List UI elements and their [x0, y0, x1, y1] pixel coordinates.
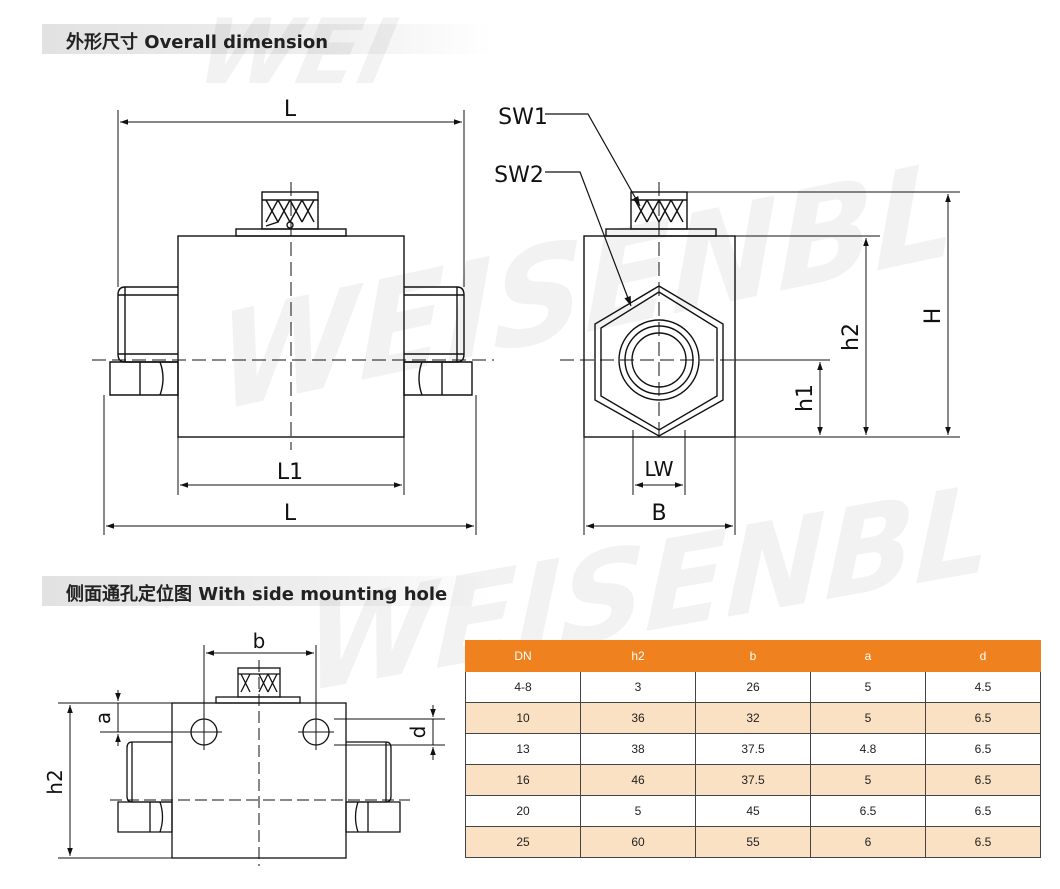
header-cell-a: a: [810, 640, 926, 672]
side-mounting-bar: [42, 576, 492, 606]
table-cell: 5: [810, 671, 926, 703]
mount-dim-a: a: [91, 712, 115, 724]
table-cell: 25: [465, 826, 581, 858]
spec-table: DN h2 b a d 4-8 3 26 5 4.5 10 36 32 5 6.…: [465, 640, 1041, 858]
table-cell: 26: [695, 671, 811, 703]
overall-dimension-title: 外形尺寸 Overall dimension: [66, 32, 329, 53]
front-dim-L-bottom: L: [284, 501, 297, 526]
mount-dim-d: d: [406, 726, 430, 739]
table-cell: 46: [580, 764, 696, 796]
front-dim-L-top: L: [284, 97, 297, 122]
table-row: 25 60 55 6 6.5: [465, 826, 1041, 858]
table-cell: 6.5: [925, 733, 1041, 765]
mounting-view: [58, 645, 445, 866]
table-cell: 32: [695, 702, 811, 734]
side-dim-H: H: [921, 308, 946, 325]
table-cell: 6.5: [925, 764, 1041, 796]
overall-dimension-bar: [42, 24, 492, 54]
table-cell: 6.5: [810, 795, 926, 827]
table-row: 4-8 3 26 5 4.5: [465, 671, 1041, 703]
table-row: 13 38 37.5 4.8 6.5: [465, 733, 1041, 765]
side-mounting-title: 侧面通孔定位图 With side mounting hole: [66, 584, 448, 605]
table-cell: 4-8: [465, 671, 581, 703]
table-header-row: DN h2 b a d: [465, 640, 1041, 672]
table-cell: 5: [580, 795, 696, 827]
table-cell: 55: [695, 826, 811, 858]
front-dim-L1: L1: [277, 460, 303, 485]
table-cell: 6: [810, 826, 926, 858]
table-cell: 38: [580, 733, 696, 765]
table-cell: 5: [810, 702, 926, 734]
table-cell: 37.5: [695, 764, 811, 796]
label-sw1: SW1: [498, 105, 548, 130]
label-sw2: SW2: [494, 163, 544, 188]
table-cell: 4.5: [925, 671, 1041, 703]
table-cell: 4.8: [810, 733, 926, 765]
header-cell-d: d: [925, 640, 1041, 672]
side-dim-h1: h1: [793, 384, 818, 412]
table-cell: 20: [465, 795, 581, 827]
table-row: 10 36 32 5 6.5: [465, 702, 1041, 734]
table-cell: 45: [695, 795, 811, 827]
table-cell: 6.5: [925, 702, 1041, 734]
table-cell: 10: [465, 702, 581, 734]
table-cell: 37.5: [695, 733, 811, 765]
table-cell: 60: [580, 826, 696, 858]
sw2-leader: [545, 171, 632, 307]
header-cell-h2: h2: [580, 640, 696, 672]
table-cell: 13: [465, 733, 581, 765]
stem-nut: [261, 191, 319, 230]
table-row: 20 5 45 6.5 6.5: [465, 795, 1041, 827]
side-dim-LW: LW: [644, 457, 673, 481]
side-view: [545, 113, 960, 535]
header-cell-dn: DN: [465, 640, 581, 672]
mount-dim-b: b: [253, 629, 266, 653]
right-fitting: [404, 286, 465, 363]
side-dim-h2: h2: [839, 323, 864, 351]
mount-dim-h2: h2: [43, 769, 67, 794]
table-cell: 3: [580, 671, 696, 703]
left-fitting: [117, 286, 178, 363]
table-row: 16 46 37.5 5 6.5: [465, 764, 1041, 796]
front-view: [92, 110, 494, 535]
table-cell: 6.5: [925, 826, 1041, 858]
table-cell: 36: [580, 702, 696, 734]
header-cell-b: b: [695, 640, 811, 672]
sw1-leader: [545, 113, 641, 207]
table-cell: 6.5: [925, 795, 1041, 827]
table-cell: 16: [465, 764, 581, 796]
side-dim-B: B: [651, 501, 666, 526]
table-cell: 5: [810, 764, 926, 796]
